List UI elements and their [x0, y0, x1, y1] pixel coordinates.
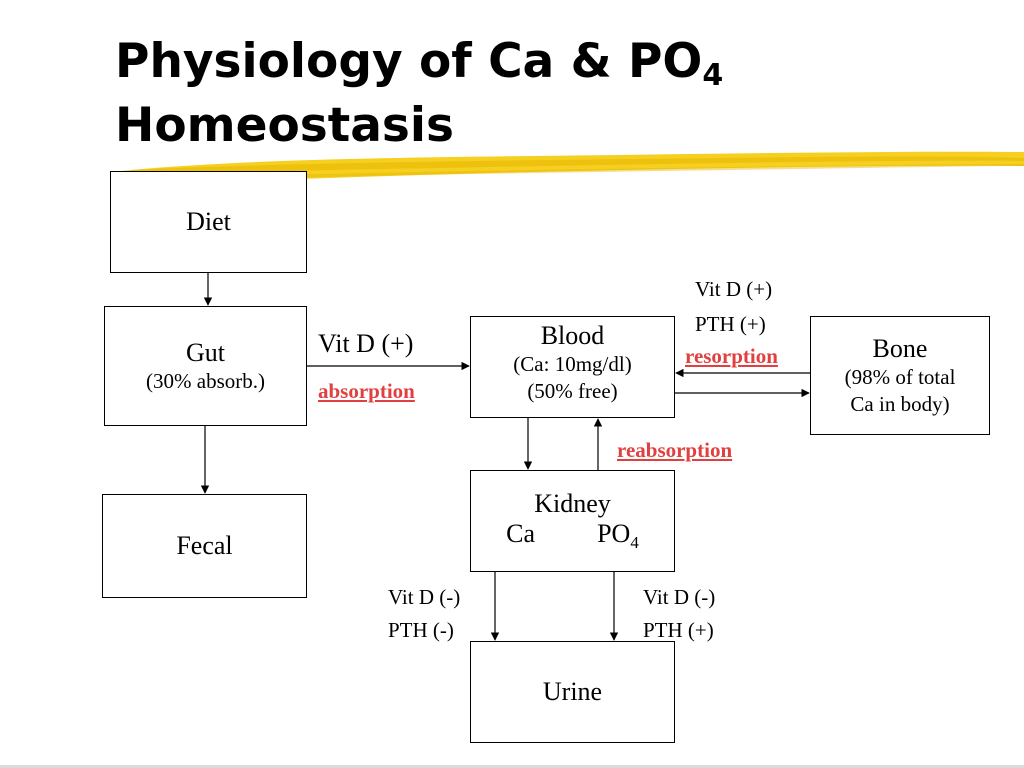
kidney-ca-label: Ca: [506, 518, 536, 548]
title-line-1: Physiology of Ca & PO: [115, 34, 703, 89]
bone-vitd-regulator: Vit D (+): [695, 277, 773, 301]
blood-concentration: (Ca: 10mg/dl): [513, 352, 632, 376]
reabsorption-label: reabsorption: [617, 438, 733, 462]
gut-absorb-percent: (30% absorb.): [146, 368, 265, 393]
title-subscript: 4: [702, 58, 724, 93]
bone-percent-line-2: Ca in body): [850, 391, 950, 416]
blood-label: Blood: [540, 321, 605, 350]
bone-label: Bone: [872, 333, 928, 363]
blood-free-fraction: (50% free): [527, 379, 618, 403]
kidney-ions: Ca PO4: [506, 519, 639, 553]
urine-po4-vitd-regulator: Vit D (-): [643, 585, 716, 609]
urine-po4-pth-regulator: PTH (+): [643, 618, 714, 642]
kidney-po4-subscript: 4: [630, 533, 639, 553]
title-line-2: Homeostasis: [115, 98, 454, 153]
urine-ca-pth-regulator: PTH (-): [388, 618, 454, 642]
gut-blood-regulator: Vit D (+): [318, 329, 414, 358]
urine-ca-vitd-regulator: Vit D (-): [388, 585, 461, 609]
blood-box: Blood (Ca: 10mg/dl) (50% free): [470, 316, 675, 418]
absorption-label: absorption: [318, 379, 415, 403]
fecal-box: Fecal: [102, 494, 307, 598]
title-highlight-stroke: [110, 151, 1024, 184]
kidney-po4-label: PO: [597, 518, 631, 548]
kidney-box: Kidney Ca PO4: [470, 470, 675, 572]
urine-box: Urine: [470, 641, 675, 743]
bone-box: Bone (98% of total Ca in body): [810, 316, 990, 435]
diet-box: Diet: [110, 171, 307, 273]
gut-label: Gut: [186, 337, 225, 367]
bone-percent-line-1: (98% of total: [844, 364, 956, 389]
kidney-label: Kidney: [534, 488, 611, 518]
resorption-label: resorption: [685, 344, 778, 368]
bone-pth-regulator: PTH (+): [695, 312, 766, 336]
urine-label: Urine: [542, 677, 603, 706]
slide-bottom-border: [0, 765, 1024, 768]
fecal-label: Fecal: [176, 531, 233, 560]
gut-box: Gut (30% absorb.): [104, 306, 307, 426]
diet-label: Diet: [186, 207, 231, 236]
